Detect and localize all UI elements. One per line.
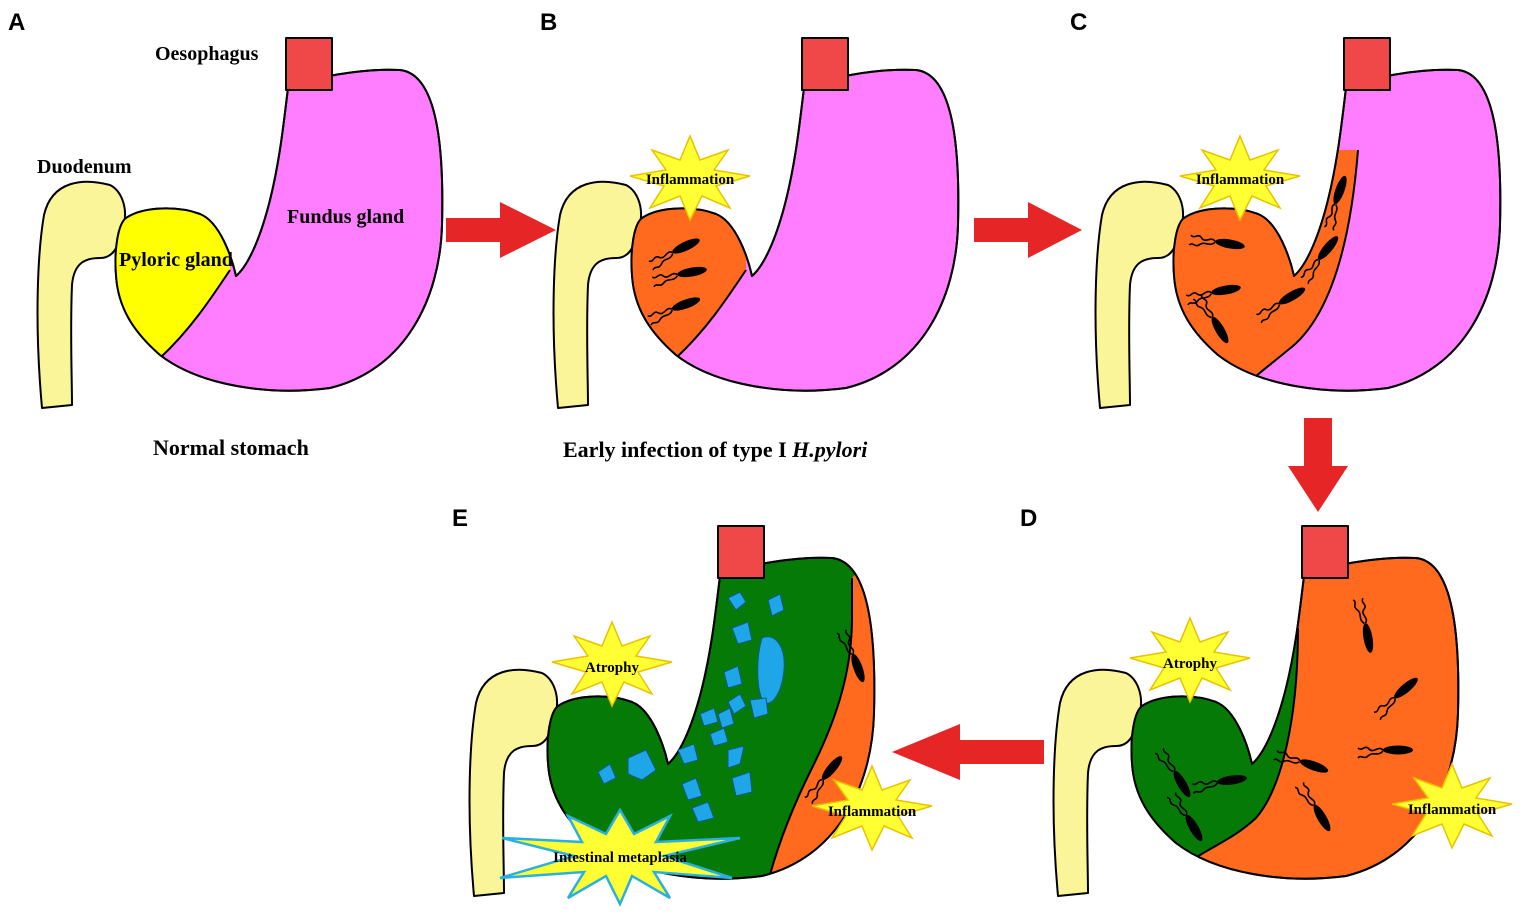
duodenum-label: Duodenum xyxy=(37,156,132,178)
svg-text:Atrophy: Atrophy xyxy=(585,660,639,676)
duodenum xyxy=(552,180,643,409)
svg-text:Inflammation: Inflammation xyxy=(1196,172,1285,188)
panel-d: D Atrophy Inflammation xyxy=(1020,505,1513,897)
oesophagus-label: Oesophagus xyxy=(155,43,259,65)
oesophagus xyxy=(285,37,333,91)
oesophagus xyxy=(1343,37,1391,91)
caption-normal-stomach: Normal stomach xyxy=(153,435,309,460)
panel-label-a: A xyxy=(8,9,25,36)
infected-antrum xyxy=(631,200,746,358)
panel-label-e: E xyxy=(452,505,468,532)
svg-text:Inflammation: Inflammation xyxy=(646,172,735,188)
inflammation-burst: Inflammation xyxy=(1391,763,1513,849)
oesophagus xyxy=(717,525,765,579)
metaplasia-spots xyxy=(597,591,785,823)
panel-label-d: D xyxy=(1020,505,1037,532)
panel-e: E xyxy=(452,505,933,906)
infected-region xyxy=(762,557,875,879)
pyloric-gland-region xyxy=(115,200,230,358)
panel-c: C Inflammation xyxy=(1070,9,1502,409)
arrow-d-to-e xyxy=(892,724,1044,780)
inflammation-burst: Inflammation xyxy=(1179,135,1301,221)
panel-label-b: B xyxy=(540,9,557,36)
arrow-a-to-b xyxy=(446,202,556,258)
oesophagus xyxy=(1301,525,1349,579)
svg-text:Atrophy: Atrophy xyxy=(1163,656,1217,672)
svg-text:Intestinal metaplasia: Intestinal metaplasia xyxy=(553,850,687,866)
duodenum xyxy=(1052,668,1143,897)
inflammation-burst: Inflammation xyxy=(811,765,933,851)
inflammation-burst: Inflammation xyxy=(629,135,751,221)
panel-label-c: C xyxy=(1070,9,1087,36)
svg-text:Inflammation: Inflammation xyxy=(828,804,917,820)
panel-b: B Inflammation Early infection of type I… xyxy=(540,9,960,462)
duodenum xyxy=(1094,180,1185,409)
duodenum xyxy=(36,180,127,409)
svg-text:Inflammation: Inflammation xyxy=(1408,802,1497,818)
atrophy-burst: Atrophy xyxy=(551,621,673,707)
arrow-c-to-d xyxy=(1288,418,1348,512)
intestinal-metaplasia-burst: Intestinal metaplasia xyxy=(498,808,742,906)
panel-a: A Oesophagus Duodenum Fundus gland Pylor… xyxy=(8,9,444,460)
caption-early-infection: Early infection of type I H.pylori xyxy=(563,437,868,462)
atrophy-burst: Atrophy xyxy=(1129,617,1251,703)
arrow-b-to-c xyxy=(974,202,1082,258)
pyloric-gland-label: Pyloric gland xyxy=(119,249,233,271)
oesophagus xyxy=(801,37,849,91)
fundus-gland-label: Fundus gland xyxy=(287,206,404,228)
duodenum xyxy=(468,668,559,897)
